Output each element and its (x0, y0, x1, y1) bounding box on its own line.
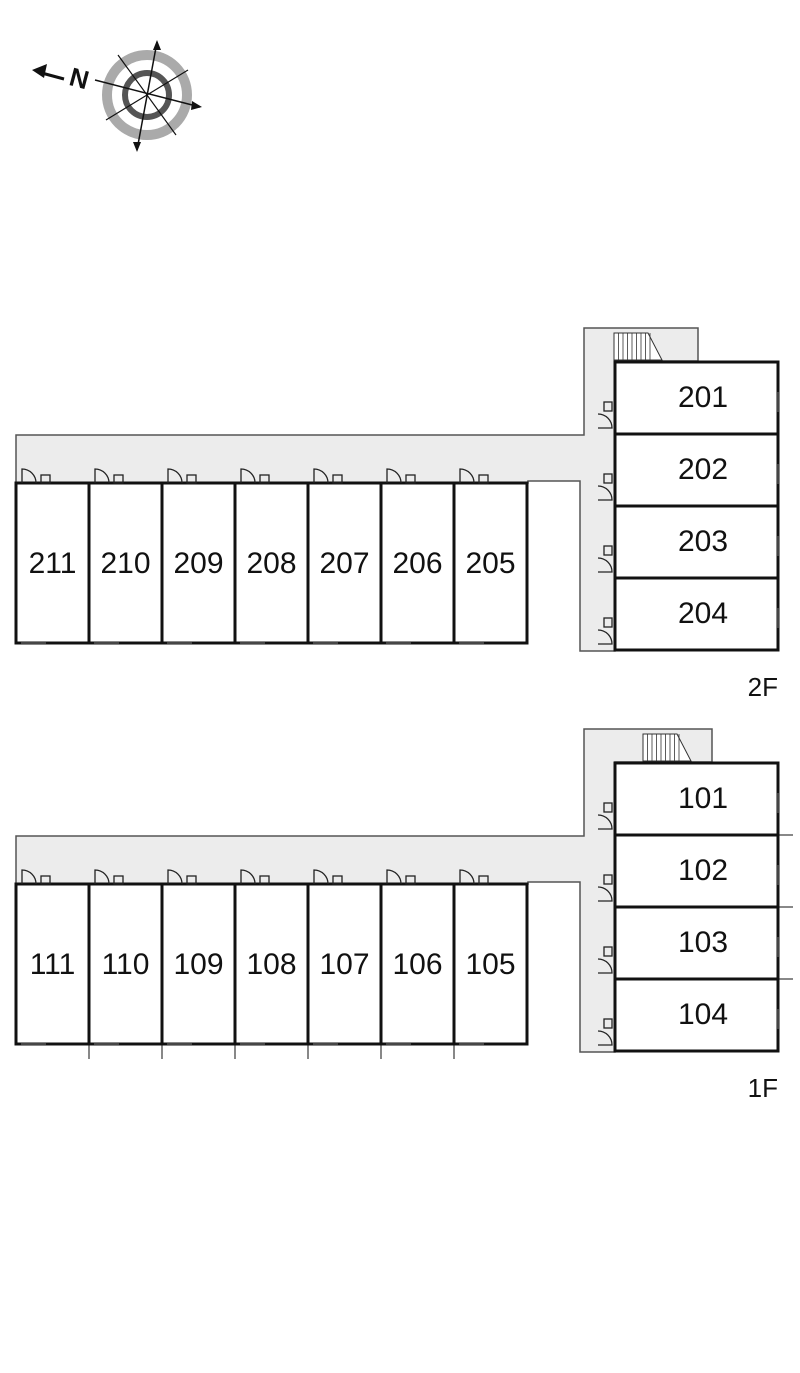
unit-108: 108 (233, 869, 310, 1059)
door-icon (597, 413, 613, 429)
unit-204: 204 (597, 576, 780, 652)
unit-label: 108 (246, 948, 296, 981)
door-leaf (259, 875, 270, 885)
door-leaf (478, 474, 489, 484)
stairs-icon (613, 332, 663, 361)
door-icon (459, 869, 475, 885)
unit-label: 205 (465, 547, 515, 580)
door-icon (167, 468, 183, 484)
door-icon (597, 557, 613, 573)
door-icon (597, 629, 613, 645)
unit-211: 211 (14, 468, 91, 645)
door-icon (94, 468, 110, 484)
door-icon (313, 468, 329, 484)
unit-202: 202 (597, 432, 780, 508)
unit-label: 104 (678, 998, 728, 1031)
door-leaf (603, 802, 613, 813)
door-leaf (332, 875, 343, 885)
door-icon (597, 886, 613, 902)
unit-107: 107 (306, 869, 383, 1059)
unit-label: 101 (678, 782, 728, 815)
door-icon (21, 468, 37, 484)
unit-label: 102 (678, 854, 728, 887)
unit-label: 211 (29, 547, 77, 580)
unit-label: 202 (678, 453, 728, 486)
unit-105: 105 (452, 869, 529, 1059)
unit-203: 203 (597, 504, 780, 580)
door-icon (94, 869, 110, 885)
unit-label: 210 (100, 547, 150, 580)
floor-2f: 211 210 209 208 207 206 205 201 202 203 204 2F (14, 327, 780, 702)
unit-label: 203 (678, 525, 728, 558)
floor-label: 2F (748, 672, 778, 702)
unit-label: 209 (173, 547, 223, 580)
door-icon (240, 869, 256, 885)
door-leaf (113, 474, 124, 484)
unit-label: 109 (173, 948, 223, 981)
unit-111: 111 (14, 869, 91, 1046)
unit-208: 208 (233, 468, 310, 645)
unit-104: 104 (597, 977, 793, 1053)
door-leaf (405, 875, 416, 885)
door-icon (597, 814, 613, 830)
door-leaf (478, 875, 489, 885)
door-icon (386, 869, 402, 885)
door-leaf (186, 474, 197, 484)
door-icon (597, 958, 613, 974)
stairs-icon (642, 733, 692, 762)
unit-207: 207 (306, 468, 383, 645)
unit-102: 102 (597, 833, 793, 909)
unit-label: 107 (319, 948, 369, 981)
unit-label: 204 (678, 597, 728, 630)
unit-label: 105 (465, 948, 515, 981)
unit-103: 103 (597, 905, 793, 981)
door-leaf (603, 617, 613, 628)
door-icon (21, 869, 37, 885)
door-icon (597, 485, 613, 501)
door-icon (459, 468, 475, 484)
door-leaf (113, 875, 124, 885)
unit-label: 208 (246, 547, 296, 580)
door-leaf (603, 1018, 613, 1029)
unit-label: 201 (678, 381, 728, 414)
unit-label: 111 (30, 948, 76, 981)
door-icon (313, 869, 329, 885)
door-leaf (603, 874, 613, 885)
unit-210: 210 (87, 468, 164, 645)
door-icon (386, 468, 402, 484)
door-icon (240, 468, 256, 484)
door-leaf (603, 545, 613, 556)
unit-label: 106 (392, 948, 442, 981)
door-icon (597, 1030, 613, 1046)
door-leaf (40, 474, 51, 484)
north-label: N (66, 61, 92, 95)
unit-205: 205 (452, 468, 529, 645)
unit-109: 109 (160, 869, 237, 1059)
unit-101: 101 (597, 761, 780, 837)
door-leaf (40, 875, 51, 885)
floor-1f: 111 110 109 108 107 106 105 101 102 103 104 1F (14, 728, 793, 1103)
door-leaf (603, 946, 613, 957)
door-icon (167, 869, 183, 885)
unit-label: 110 (102, 948, 150, 981)
unit-110: 110 (87, 869, 164, 1059)
unit-label: 207 (319, 547, 369, 580)
door-leaf (259, 474, 270, 484)
unit-201: 201 (597, 360, 780, 436)
unit-209: 209 (160, 468, 237, 645)
door-leaf (405, 474, 416, 484)
door-leaf (332, 474, 343, 484)
compass-rose-icon (32, 40, 202, 152)
unit-label: 103 (678, 926, 728, 959)
door-leaf (186, 875, 197, 885)
door-leaf (603, 473, 613, 484)
door-leaf (603, 401, 613, 412)
unit-206: 206 (379, 468, 456, 645)
floor-label: 1F (748, 1073, 778, 1103)
unit-106: 106 (379, 869, 456, 1059)
unit-label: 206 (392, 547, 442, 580)
